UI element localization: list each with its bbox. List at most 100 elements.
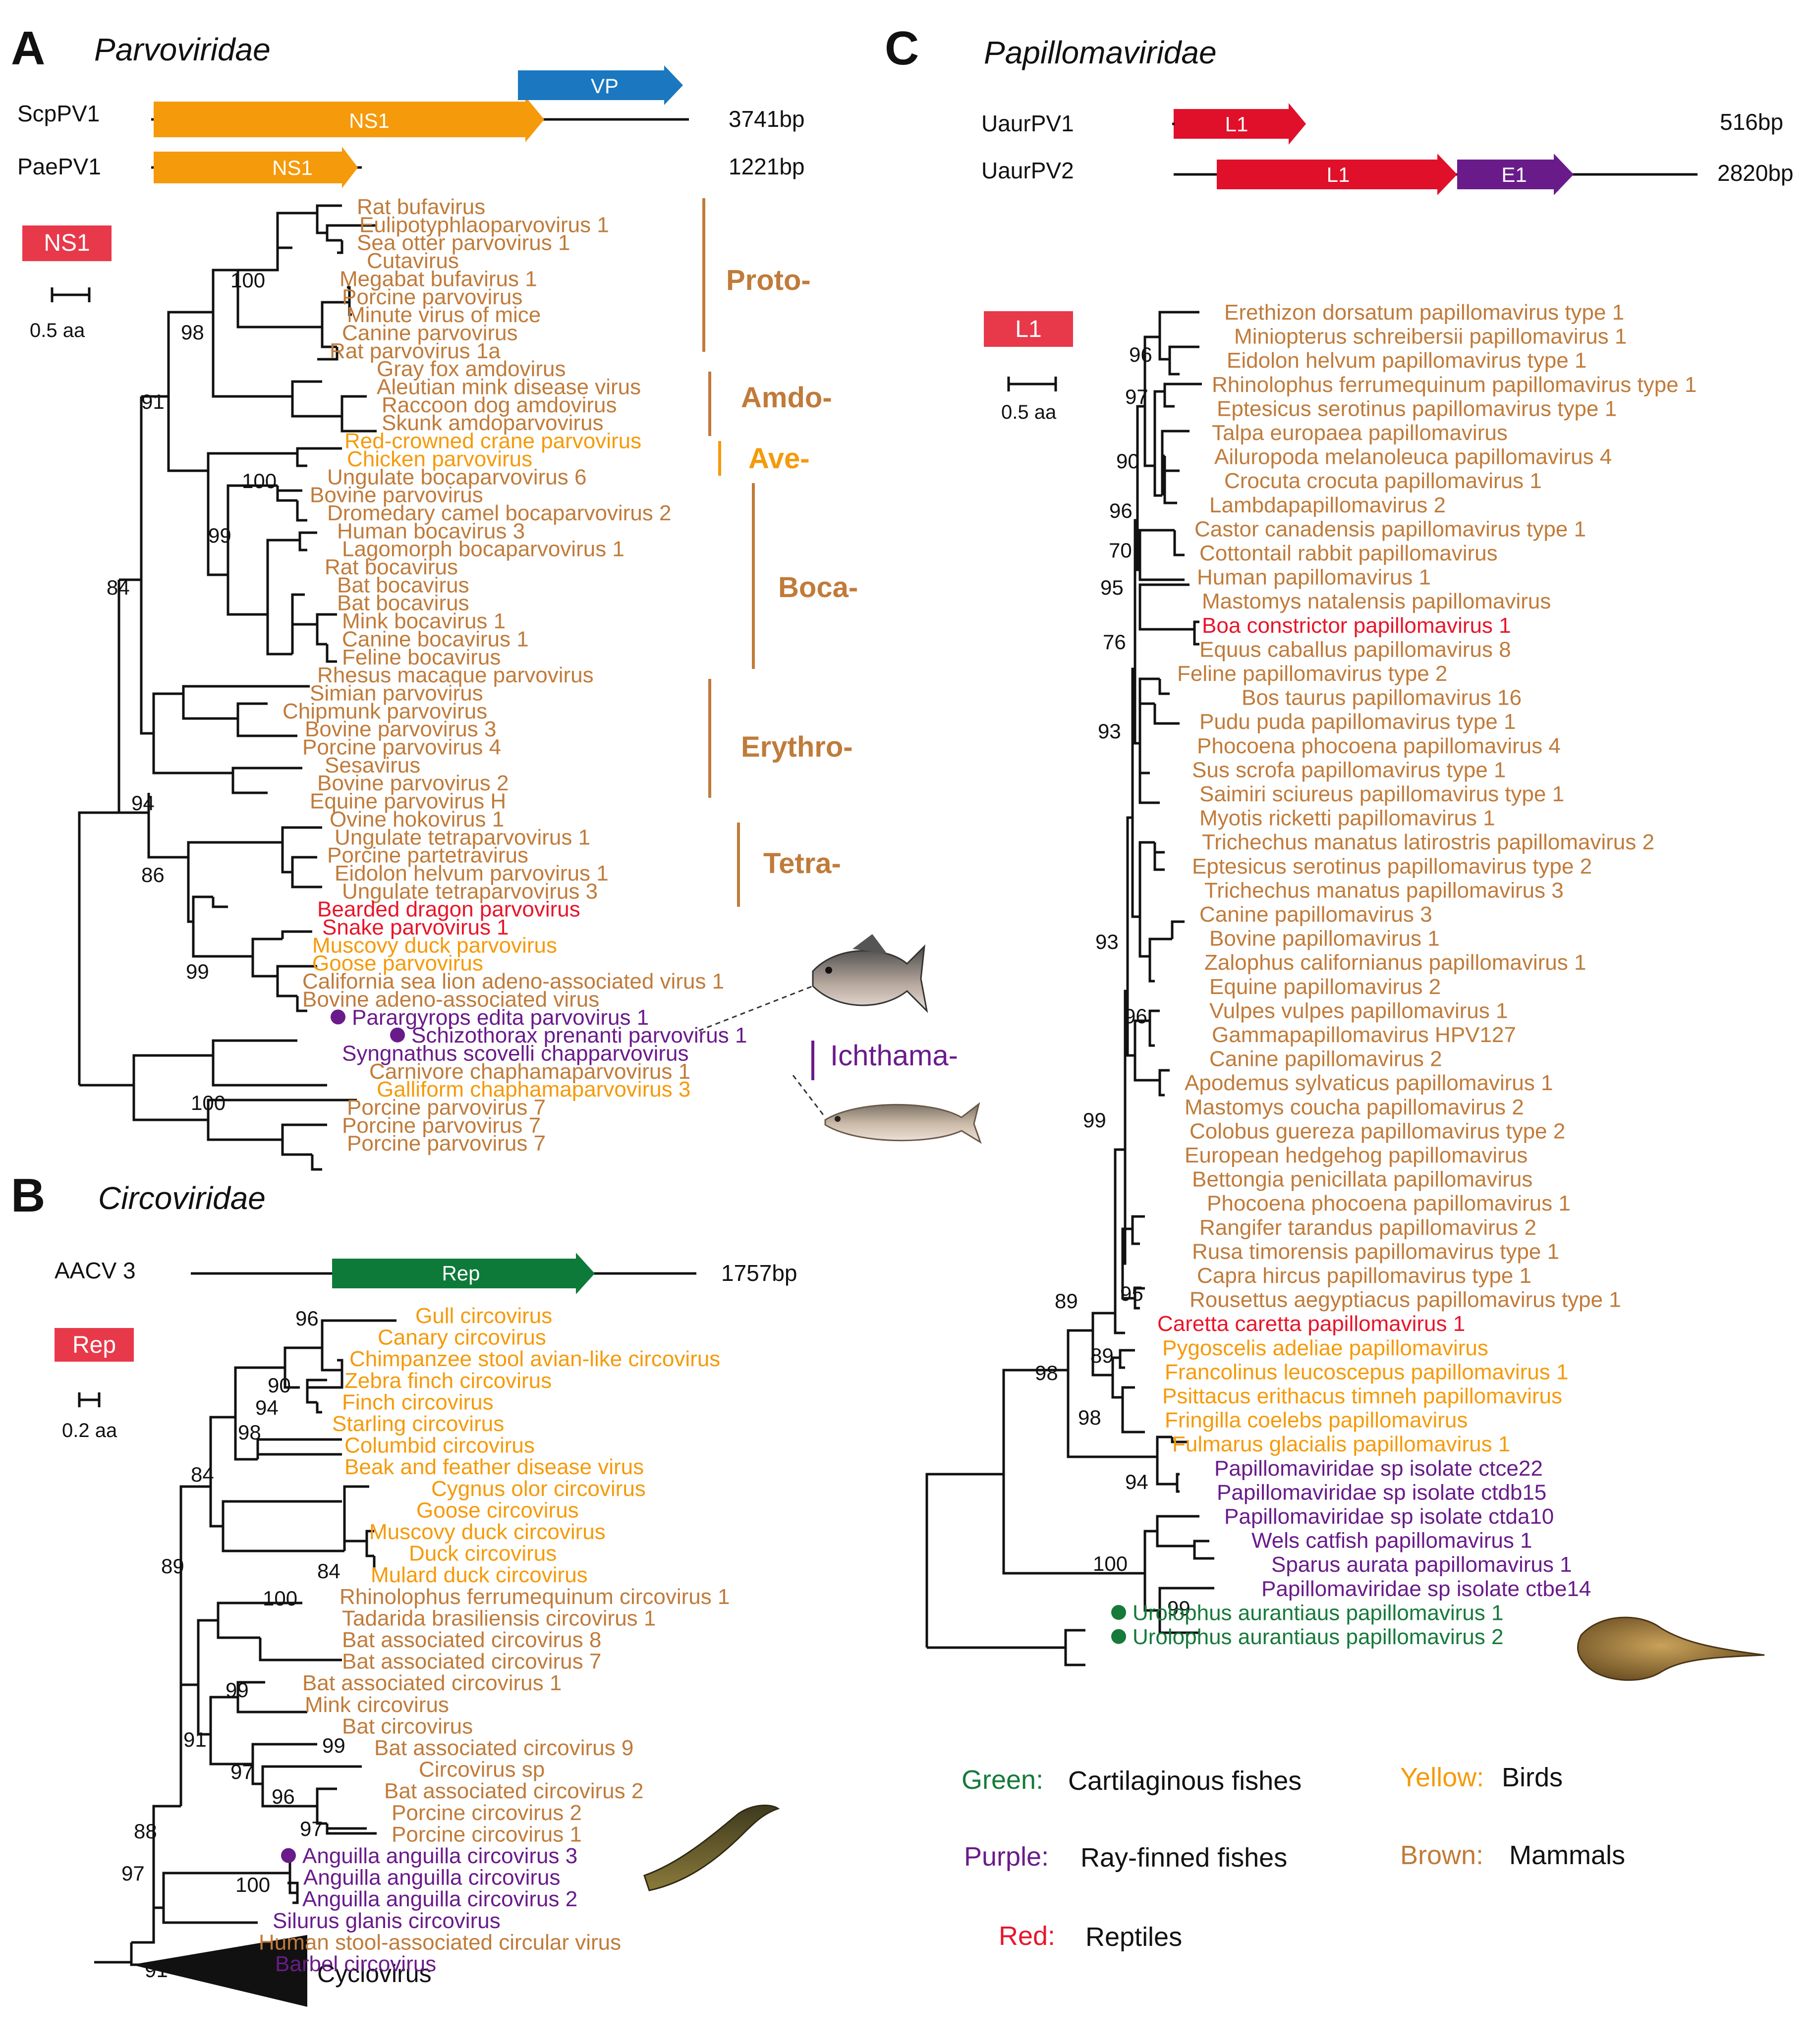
legend-color-word: Green: xyxy=(962,1765,1043,1795)
taxon-label: Feline papillomavirus type 2 xyxy=(1177,662,1447,686)
tag-label: Rep xyxy=(72,1332,116,1358)
genome-length: 516bp xyxy=(1720,109,1783,135)
taxon-label: Porcine circovirus 2 xyxy=(392,1801,582,1825)
scale-label: 0.5 aa xyxy=(1001,401,1057,423)
ns1-gene-arrow xyxy=(154,97,544,142)
taxon-label: Bearded dragon parvovirus xyxy=(317,897,580,922)
taxon-label: Canine papillomavirus 3 xyxy=(1199,902,1432,927)
taxon-label: Castor canadensis papillomavirus type 1 xyxy=(1194,517,1586,541)
taxon-label: Miniopterus schreibersii papillomavirus … xyxy=(1234,325,1627,349)
bootstrap-value: 76 xyxy=(1103,630,1126,654)
taxon-label: Mink bocavirus 1 xyxy=(342,609,506,633)
taxon-label: Tadarida brasiliensis circovirus 1 xyxy=(342,1606,656,1630)
bootstrap-value: 94 xyxy=(131,791,155,815)
taxon-label: Canine parvovirus xyxy=(342,321,518,345)
taxon-label: Fringilla coelebs papillomavirus xyxy=(1165,1408,1468,1433)
taxon-label: Gammapapillomavirus HPV127 xyxy=(1212,1023,1516,1047)
taxon-label: Anguilla anguilla circovirus 3 xyxy=(302,1844,577,1868)
gene-label: VP xyxy=(591,74,619,98)
taxon-label: Rangifer tarandus papillomavirus 2 xyxy=(1199,1215,1536,1240)
taxon-label: Myotis ricketti papillomavirus 1 xyxy=(1199,806,1495,830)
taxon-label: Mulard duck circovirus xyxy=(371,1563,588,1587)
genome-name: UaurPV2 xyxy=(981,158,1074,183)
legend-meaning: Reptiles xyxy=(1085,1922,1182,1952)
marker-dot xyxy=(390,1027,405,1043)
gene-label: NS1 xyxy=(349,109,390,132)
taxon-label: Galliform chaphamaparvovirus 3 xyxy=(377,1077,690,1102)
taxon-label: Papillomaviridae sp isolate ctdb15 xyxy=(1217,1480,1546,1504)
bootstrap-value: 90 xyxy=(1116,449,1139,473)
taxon-label: Urolophus aurantiaus papillomavirus 2 xyxy=(1133,1625,1503,1649)
group-label: Boca- xyxy=(778,571,858,604)
bootstrap-value: 89 xyxy=(1055,1289,1078,1313)
bootstrap-value: 90 xyxy=(268,1374,291,1397)
taxon-label: Silurus glanis circovirus xyxy=(273,1909,501,1933)
bootstrap-value: 99 xyxy=(1167,1597,1191,1620)
taxon-label: Zalophus californianus papillomavirus 1 xyxy=(1204,950,1586,975)
taxon-label: Chimpanzee stool avian-like circovirus xyxy=(349,1347,720,1371)
legend-color-word: Purple: xyxy=(964,1842,1049,1872)
taxon-label: Fulmarus glacialis papillomavirus 1 xyxy=(1172,1432,1510,1456)
scale-label: 0.2 aa xyxy=(62,1420,117,1441)
taxon-label: Porcine parvovirus 7 xyxy=(347,1131,546,1156)
bootstrap-value: 98 xyxy=(1035,1361,1058,1384)
taxon-label: Ungulate bocaparvovirus 6 xyxy=(327,465,586,489)
e1-gene-arrow xyxy=(1457,154,1574,195)
marker-dot xyxy=(1111,1605,1126,1620)
taxon-label: Crocuta crocuta papillomavirus 1 xyxy=(1224,469,1542,493)
taxon-label: Skunk amdoparvovirus xyxy=(382,411,604,435)
taxon-label: Rat bocavirus xyxy=(325,555,458,579)
taxon-label: Raccoon dog amdovirus xyxy=(382,393,617,417)
vp-gene-arrow xyxy=(518,65,683,105)
panel-a-genome-maps: ScpPV1 NS1 VP 3741bp PaePV1 NS1 1221bp xyxy=(17,65,805,188)
panel-b-genome-map: AACV 3 Rep 1757bp xyxy=(55,1253,797,1294)
taxon-label: Rousettus aegyptiacus papillomavirus typ… xyxy=(1190,1288,1621,1312)
bootstrap-value: 91 xyxy=(183,1728,207,1751)
bootstrap-value: 96 xyxy=(1109,499,1133,522)
fish-photo-schizothorax xyxy=(824,1102,982,1144)
taxon-label: Carnivore chaphamaparvovirus 1 xyxy=(369,1059,690,1084)
bootstrap-value: 99 xyxy=(208,524,231,547)
bootstrap-value: 70 xyxy=(1109,539,1132,562)
taxon-label: Trichechus manatus latirostris papilloma… xyxy=(1202,830,1654,854)
taxon-label: Urolophus aurantiaus papillomavirus 1 xyxy=(1133,1601,1503,1625)
taxon-label: Bovine parvovirus xyxy=(310,483,483,507)
taxon-label: Rusa timorensis papillomavirus type 1 xyxy=(1192,1239,1559,1264)
taxon-label: Canine bocavirus 1 xyxy=(342,627,529,651)
bootstrap-value: 94 xyxy=(255,1396,279,1419)
taxon-label: Sparus aurata papillomavirus 1 xyxy=(1271,1552,1572,1577)
taxon-label: Anguilla anguilla circovirus 2 xyxy=(302,1887,577,1911)
collapsed-clade-label: Cyclovirus xyxy=(317,1960,432,1988)
taxon-label: Minute virus of mice xyxy=(347,303,541,327)
taxon-label: Goose parvovirus xyxy=(312,951,483,976)
bootstrap-value: 96 xyxy=(272,1785,295,1808)
taxon-label: Simian parvovirus xyxy=(310,681,483,705)
bootstrap-value: 95 xyxy=(1120,1282,1143,1305)
tag-label: NS1 xyxy=(44,230,90,256)
panel-c-letter: C xyxy=(885,22,919,75)
taxon-label: Cygnus olor circovirus xyxy=(431,1477,646,1501)
taxon-label: Caretta caretta papillomavirus 1 xyxy=(1157,1312,1465,1336)
taxon-label: Papillomaviridae sp isolate ctbe14 xyxy=(1261,1577,1591,1601)
bootstrap-value: 99 xyxy=(1083,1108,1106,1132)
gene-label: L1 xyxy=(1225,112,1248,136)
taxon-label: Papillomaviridae sp isolate ctce22 xyxy=(1214,1456,1543,1481)
taxon-label: Wels catfish papillomavirus 1 xyxy=(1251,1529,1532,1553)
taxon-label: Bat associated circovirus 8 xyxy=(342,1628,601,1652)
taxon-label: Porcine partetravirus xyxy=(327,843,528,868)
taxon-label: Beak and feather disease virus xyxy=(344,1455,644,1479)
taxon-label: Papillomaviridae sp isolate ctda10 xyxy=(1224,1504,1554,1529)
taxon-label: Muscovy duck circovirus xyxy=(369,1520,606,1544)
legend-meaning: Cartilaginous fishes xyxy=(1068,1766,1302,1796)
bootstrap-values-a: 100 98 91 84 100 99 94 86 99 100 xyxy=(107,269,277,1114)
taxon-label: Porcine parvovirus xyxy=(342,285,522,309)
taxon-label: Eulipotyphlaoparvovirus 1 xyxy=(359,213,609,237)
panel-b-family: Circoviridae xyxy=(98,1180,266,1216)
taxon-label: Rhinolophus ferrumequinum circovirus 1 xyxy=(340,1585,730,1609)
taxon-label: Cutavirus xyxy=(367,249,459,273)
taxon-label: Muscovy duck parvovirus xyxy=(312,933,557,957)
taxon-label: Chicken parvovirus xyxy=(347,447,532,471)
tree-a-branches xyxy=(78,204,377,1171)
group-label: Tetra- xyxy=(763,847,841,880)
genome-length: 3741bp xyxy=(729,106,805,132)
